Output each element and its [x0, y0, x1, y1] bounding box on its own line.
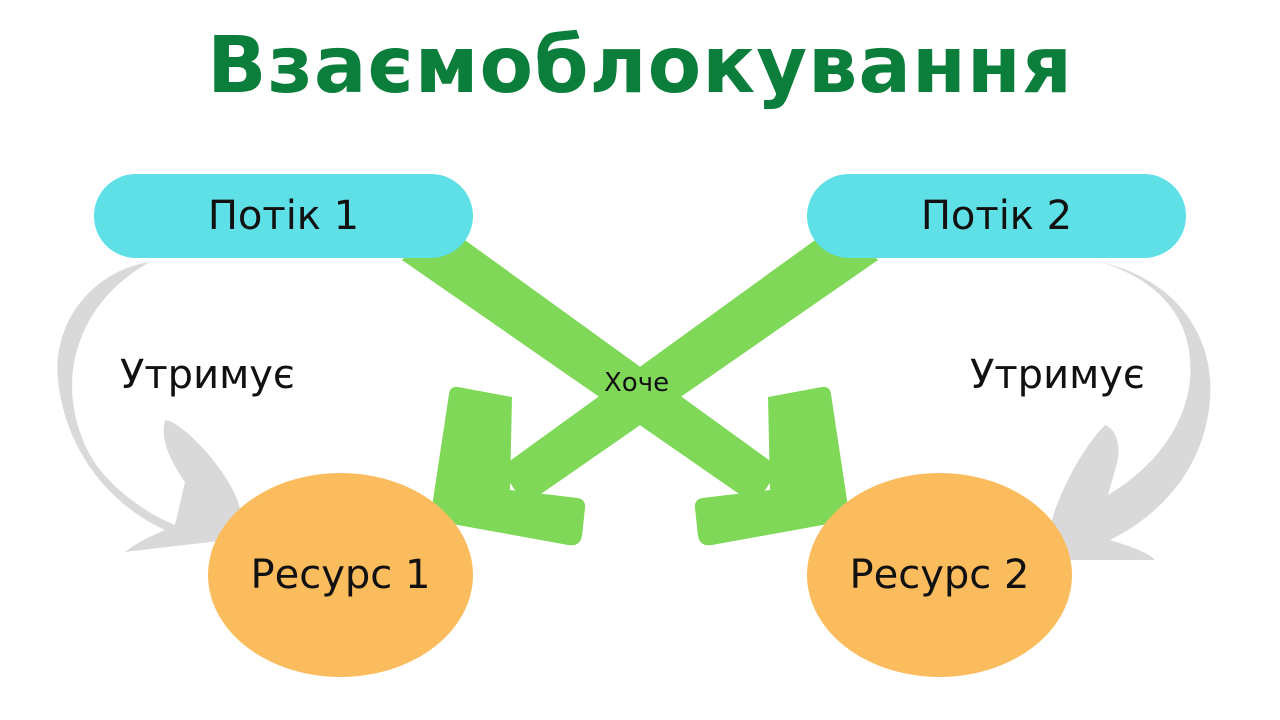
- hold-label-right: Утримує: [970, 352, 1145, 398]
- thread-1-node: Потік 1: [94, 174, 473, 258]
- thread-2-label: Потік 2: [920, 193, 1073, 239]
- thread-2-node: Потік 2: [807, 174, 1186, 258]
- resource-2-label: Ресурс 2: [849, 552, 1030, 598]
- resource-2-node: Ресурс 2: [807, 473, 1072, 677]
- want-arrow-thread1-to-resource2: [402, 222, 850, 546]
- hold-label-left: Утримує: [120, 352, 295, 398]
- resource-1-node: Ресурс 1: [208, 473, 473, 677]
- want-label: Хоче: [604, 368, 670, 398]
- want-arrow-thread2-to-resource1: [430, 222, 878, 546]
- thread-1-label: Потік 1: [207, 193, 360, 239]
- hold-arrow-right: [1040, 262, 1211, 560]
- diagram-title: Взаємоблокування: [207, 21, 1073, 111]
- resource-1-label: Ресурс 1: [250, 552, 431, 598]
- hold-arrow-left: [57, 262, 270, 552]
